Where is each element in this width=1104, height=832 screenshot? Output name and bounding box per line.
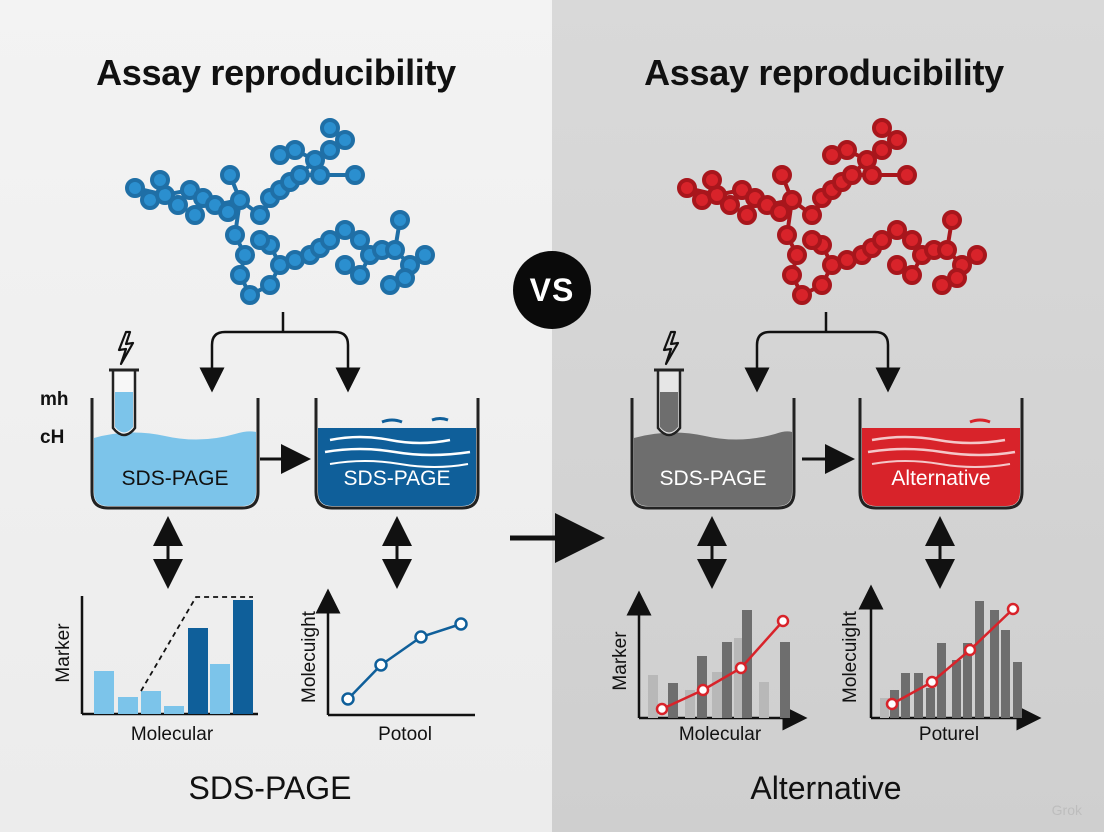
bar-line-chart-right-1 xyxy=(626,590,808,731)
line-chart-left xyxy=(315,588,475,717)
title-left: Assay reproducibility xyxy=(96,52,456,93)
tank-light-blue xyxy=(90,398,260,510)
right-panel xyxy=(552,0,1104,832)
watermark: Grok xyxy=(1051,802,1082,818)
tank-label-right-2: Alternative xyxy=(891,467,991,490)
chart1-right-xlabel: Molecular xyxy=(678,724,762,745)
molecule-icon xyxy=(125,118,435,305)
chart2-right-xlabel: Poturel xyxy=(918,724,980,745)
split-arrow-right xyxy=(744,312,901,393)
split-arrow-left xyxy=(199,312,361,393)
lightning-icon xyxy=(117,330,135,366)
tank-label-left-1: SDS-PAGE xyxy=(121,467,229,490)
chart2-right-ylabel: Molecuight xyxy=(840,611,861,703)
chart1-right-ylabel: Marker xyxy=(610,631,631,691)
chart1-left-xlabel: Molecular xyxy=(130,724,214,745)
tank-dark-blue xyxy=(314,398,480,510)
lightning-icon xyxy=(662,330,680,366)
chart2-left-ylabel: Molecuight xyxy=(299,611,320,703)
chart1-left-ylabel: Marker xyxy=(53,623,74,683)
chart2-left-xlabel: Potool xyxy=(378,724,432,745)
footer-left: SDS-PAGE xyxy=(188,770,352,806)
tank-label-left-2: SDS-PAGE xyxy=(343,467,451,490)
bar-line-chart-right-2 xyxy=(858,584,1042,731)
tank-label-right-1: SDS-PAGE xyxy=(659,467,767,490)
title-right: Assay reproducibility xyxy=(644,52,1004,93)
tank-red xyxy=(858,398,1024,510)
tank-gray xyxy=(630,398,796,510)
side-label-top: mh xyxy=(40,389,69,410)
test-tube-icon xyxy=(654,368,684,437)
bar-chart-left xyxy=(80,596,258,716)
molecule-icon xyxy=(677,118,987,305)
vs-badge: VS xyxy=(513,251,591,329)
test-tube-icon xyxy=(109,368,139,437)
side-label-bottom: cH xyxy=(40,427,65,448)
footer-right: Alternative xyxy=(750,770,902,806)
